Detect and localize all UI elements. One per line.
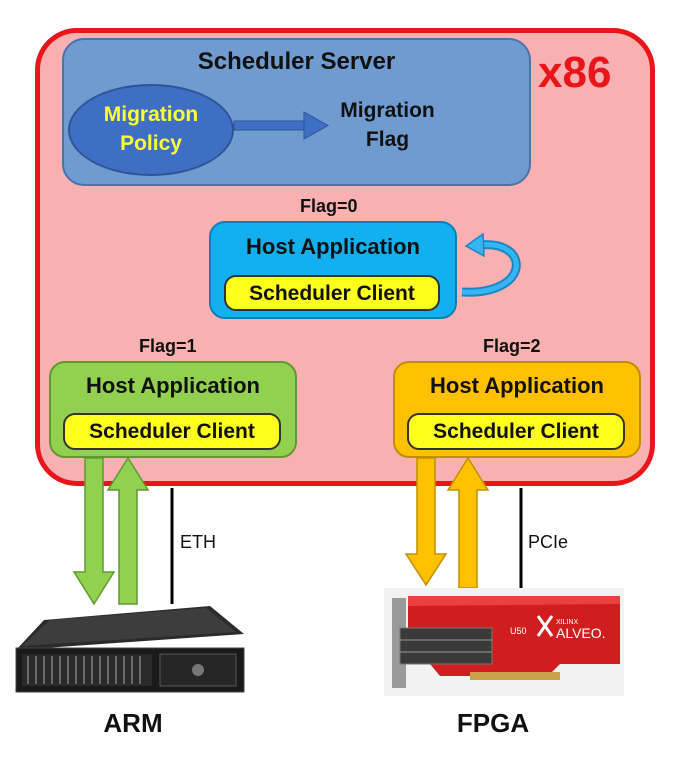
fpga-up-arrow — [446, 456, 490, 589]
fpga-card-image: U50 XILINX ALVEO. — [384, 588, 624, 696]
pcie-label: PCIe — [528, 532, 569, 552]
eth-label: ETH — [180, 532, 216, 552]
migration-policy-line2: Policy — [120, 132, 182, 155]
x86-label: x86 — [538, 48, 612, 97]
arm-up-arrow — [106, 456, 150, 605]
fpga-down-arrow — [404, 457, 448, 587]
host-application-x86-title: Host Application — [246, 234, 420, 259]
scheduler-server-title: Scheduler Server — [197, 48, 396, 75]
scheduler-client-arm: Scheduler Client — [63, 413, 281, 450]
flag-2-label: Flag=2 — [483, 336, 541, 356]
self-loop-arrow — [461, 232, 521, 297]
migration-flag-label: Migration Flag — [320, 96, 455, 154]
migration-flag-line1: Migration — [340, 99, 435, 122]
migration-policy-ellipse — [68, 84, 234, 176]
policy-to-flag-arrow — [233, 111, 330, 140]
fpga-card-brand: XILINX — [556, 619, 579, 626]
host-application-arm-title: Host Application — [86, 373, 260, 398]
migration-flag-line2: Flag — [365, 128, 410, 151]
flag-1-label: Flag=1 — [139, 336, 197, 356]
arm-label: ARM — [103, 708, 163, 738]
host-application-fpga-title: Host Application — [430, 373, 604, 398]
fpga-label: FPGA — [456, 708, 530, 738]
fpga-card-model: U50 — [510, 626, 527, 636]
arm-server-image — [15, 606, 245, 693]
fpga-card-product: ALVEO. — [556, 625, 606, 641]
migration-policy-label: Migration Policy — [68, 100, 234, 158]
flag-0-label: Flag=0 — [300, 196, 358, 216]
scheduler-client-fpga: Scheduler Client — [407, 413, 625, 450]
scheduler-client-x86: Scheduler Client — [224, 275, 440, 311]
arm-down-arrow — [72, 457, 116, 606]
migration-policy-line1: Migration — [103, 103, 199, 126]
